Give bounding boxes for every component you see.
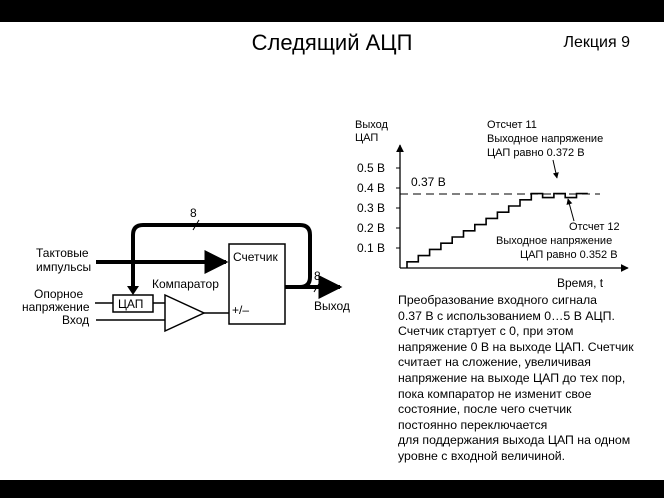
annotation-11-line2: Выходное напряжение — [487, 133, 603, 145]
y-tick-label: 0.3 В — [357, 201, 385, 215]
updown-label: +/– — [232, 303, 249, 317]
y-tick-label: 0.4 В — [357, 181, 385, 195]
comparator-symbol — [164, 293, 206, 333]
bottom-bar — [0, 480, 664, 498]
comparator-label: Компаратор — [152, 277, 219, 291]
annotation-11-line1: Отсчет 11 — [487, 119, 537, 131]
top-bar — [0, 0, 664, 22]
description-line: для поддержания выхода ЦАП на одном — [398, 433, 631, 448]
input-level-label: 0.37 В — [411, 175, 446, 189]
annotation-12-arrow — [566, 198, 575, 222]
annotation-12-line2: Выходное напряжение — [496, 235, 612, 247]
counter-block — [228, 243, 286, 325]
y-axis-label-1: Выход — [355, 119, 388, 131]
dac-output-staircase — [406, 192, 588, 268]
y-tick-label: 0.1 В — [357, 241, 385, 255]
description-line: уровне с входной величиной. — [398, 448, 566, 463]
feedback-bus — [131, 223, 312, 292]
y-tick-label: 0.5 В — [357, 161, 385, 175]
counter-label: Счетчик — [233, 250, 279, 264]
description-line: постоянно переключается — [398, 417, 548, 432]
description-line: напряжение на выходе ЦАП до тех пор, — [398, 370, 626, 385]
lecture-number: Лекция 9 — [563, 34, 630, 51]
description-line: Преобразование входного сигнала — [398, 293, 597, 307]
ref-label-2: напряжение — [22, 300, 90, 314]
clock-label-1: Тактовые — [36, 246, 89, 260]
y-ticks: 0.1 В 0.2 В 0.3 В 0.4 В 0.5 В — [357, 161, 400, 255]
y-axis-label-2: ЦАП — [355, 132, 378, 144]
slide-title: Следящий АЦП — [251, 30, 413, 55]
bus-width-out: 8 — [314, 269, 321, 283]
clock-label-2: импульсы — [36, 260, 91, 274]
y-tick-label: 0.2 В — [357, 221, 385, 235]
adc-circuit: Счетчик +/– ЦАП Компаратор Тактовые импу… — [22, 206, 350, 333]
annotation-11-line3: ЦАП равно 0.372 В — [487, 147, 585, 159]
input-label: Вход — [62, 313, 89, 327]
ref-label-1: Опорное — [34, 287, 83, 301]
description-line: Счетчик стартует с 0, при этом — [398, 324, 574, 339]
x-axis-label: Время, t — [557, 276, 604, 290]
description-line: считает на сложение, увеличивая — [398, 355, 591, 370]
description-line: состояние, после чего счетчик — [398, 402, 572, 417]
annotation-11-arrow — [552, 159, 559, 179]
dac-label: ЦАП — [118, 297, 143, 311]
annotation-12-line3: ЦАП равно 0.352 В — [520, 249, 618, 261]
dac-output-chart: Выход ЦАП 0.1 В 0.2 В 0.3 В 0.4 В 0.5 В Врем… — [355, 119, 629, 290]
description-text: Преобразование входного сигнала 0.37 В с… — [398, 293, 648, 465]
description-line: напряжение 0 В на выходе ЦАП. Счетчик — [398, 339, 634, 354]
description-line: 0.37 В с использованием 0…5 В АЦП. — [398, 308, 615, 323]
annotation-12-line1: Отсчет 12 — [569, 221, 620, 233]
description-line: пока компаратор не изменит свое — [398, 386, 592, 401]
bus-width-top: 8 — [190, 206, 197, 220]
output-label: Выход — [314, 299, 350, 313]
